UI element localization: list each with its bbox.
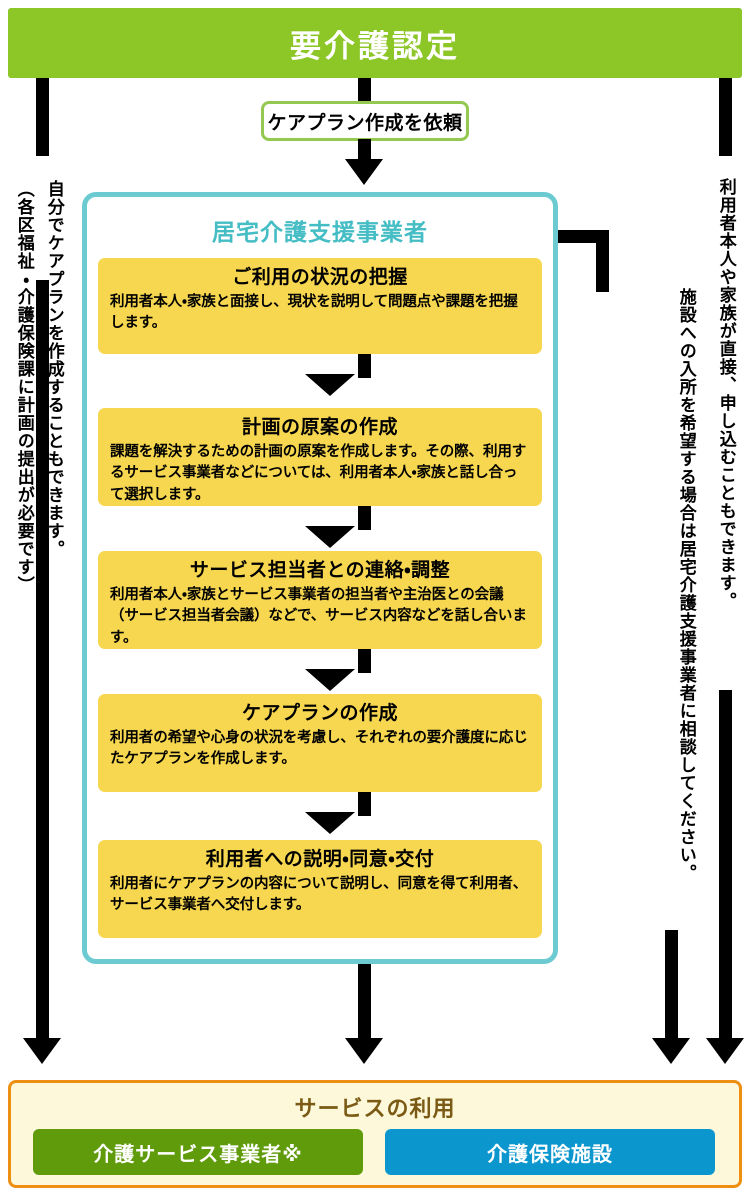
step-2-body: 課題を解決するための計画の原案を作成します。その際、利用するサービス事業者などに… bbox=[110, 443, 527, 504]
arrow-left-to-service bbox=[23, 1038, 61, 1064]
connector-step-1-to-2-stem bbox=[358, 354, 371, 378]
left-note-line-1: 自分でケアプランを作成することもできます。 bbox=[44, 180, 64, 558]
step-card-4: ケアプランの作成 利用者の希望や心身の状況を考慮し、それぞれの要介護度に応じたケ… bbox=[98, 694, 542, 792]
page-title: 要介護認定 bbox=[290, 28, 460, 64]
arrow-step-3-to-4 bbox=[305, 669, 355, 691]
step-card-1: ご利用の状況の把握 利用者本人・家族と面接し、現状を説明して問題点や課題を把握し… bbox=[98, 258, 542, 354]
right-note-line-2: 利用者本人や家族が直接、申し込むこともできます。 bbox=[716, 178, 736, 610]
step-card-5: 利用者への説明・同意・交付 利用者にケアプランの内容について説明し、同意を得て利… bbox=[98, 840, 542, 938]
service-usage-panel: サービスの利用 介護サービス事業者※ 介護保険施設 bbox=[8, 1080, 742, 1188]
connector-header-to-pill bbox=[358, 78, 371, 104]
step-card-3: サービス担当者との連絡・調整 利用者本人・家族とサービス事業者の担当者や主治医と… bbox=[98, 551, 542, 649]
step-5-body: 利用者にケアプランの内容について説明し、同意を得て利用者、サービス事業者へ交付し… bbox=[110, 875, 528, 914]
connector-left-long-line bbox=[36, 280, 49, 1040]
care-plan-request-label: ケアプラン作成を依頼 bbox=[267, 112, 463, 134]
service-chip-care-service-provider-label: 介護サービス事業者※ bbox=[93, 1143, 303, 1166]
connector-step-2-to-3-stem bbox=[358, 506, 371, 530]
service-chip-care-service-provider[interactable]: 介護サービス事業者※ bbox=[33, 1129, 363, 1175]
bracket-vertical-segment bbox=[596, 230, 609, 292]
right-note-line-1: 施設への入所を希望する場合は居宅介護支援事業者に相談してください。 bbox=[676, 288, 696, 882]
step-1-body: 利用者本人・家族と面接し、現状を説明して問題点や課題を把握します。 bbox=[110, 293, 518, 332]
arrow-step-2-to-3 bbox=[305, 526, 355, 548]
arrow-right-inner-to-service bbox=[652, 1038, 690, 1064]
connector-right-from-header bbox=[719, 78, 732, 156]
arrow-step-4-to-5 bbox=[305, 812, 355, 834]
left-note-line-2: （各区福祉・介護保険課に計画の提出が必要です） bbox=[14, 180, 34, 594]
step-3-body: 利用者本人・家族とサービス事業者の担当者や主治医との会議（サービス担当者会議）な… bbox=[110, 586, 527, 647]
step-4-title: ケアプランの作成 bbox=[241, 703, 398, 724]
connector-provider-to-service-stem bbox=[358, 964, 371, 1040]
certification-header: 要介護認定 bbox=[8, 8, 742, 78]
connector-step-3-to-4-stem bbox=[358, 649, 371, 673]
step-4-body: 利用者の希望や心身の状況を考慮し、それぞれの要介護度に応じたケアプランを作成しま… bbox=[110, 729, 528, 768]
arrow-step-1-to-2 bbox=[305, 374, 355, 396]
service-chip-insurance-facility-label: 介護保険施設 bbox=[487, 1143, 613, 1166]
service-chip-insurance-facility[interactable]: 介護保険施設 bbox=[385, 1129, 715, 1175]
connector-right-inner-line bbox=[665, 930, 678, 1040]
connector-step-4-to-5-stem bbox=[358, 792, 371, 816]
connector-right-outer-line bbox=[719, 690, 732, 1040]
step-1-title: ご利用の状況の把握 bbox=[232, 267, 408, 288]
step-3-title: サービス担当者との連絡・調整 bbox=[189, 560, 451, 581]
arrow-pill-to-provider bbox=[345, 159, 383, 185]
step-5-title: 利用者への説明・同意・交付 bbox=[205, 849, 435, 870]
care-plan-request-pill: ケアプラン作成を依頼 bbox=[261, 101, 469, 141]
arrow-provider-to-service bbox=[345, 1038, 383, 1064]
service-panel-title: サービスの利用 bbox=[294, 1096, 456, 1121]
bracket-provider-to-facility bbox=[557, 230, 609, 292]
provider-panel-title: 居宅介護支援事業者 bbox=[212, 219, 428, 245]
step-card-2: 計画の原案の作成 課題を解決するための計画の原案を作成します。その際、利用するサ… bbox=[98, 408, 542, 506]
connector-left-from-header bbox=[36, 78, 49, 156]
arrow-right-outer-to-service bbox=[706, 1038, 744, 1064]
connector-pill-to-provider-stem bbox=[358, 139, 371, 161]
step-2-title: 計画の原案の作成 bbox=[241, 417, 398, 438]
